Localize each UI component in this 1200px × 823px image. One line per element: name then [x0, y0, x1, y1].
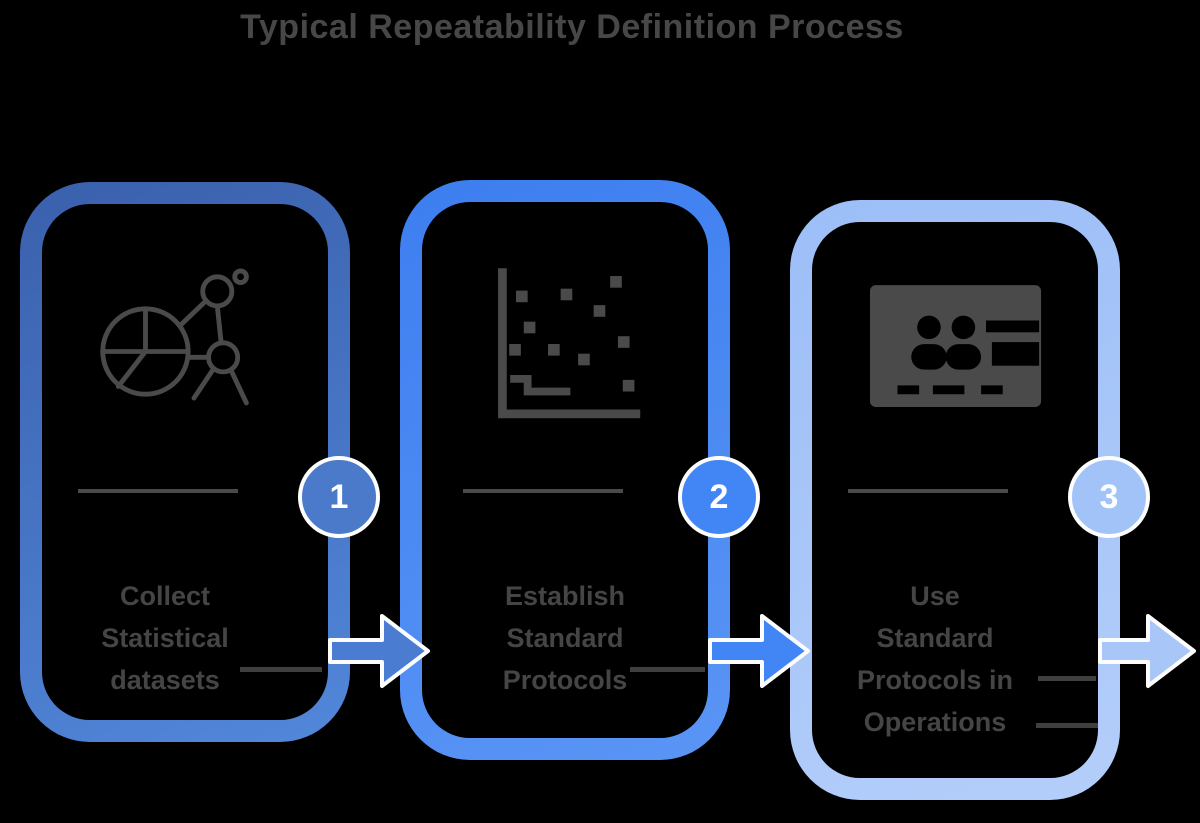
step-label-line: Protocols — [502, 665, 628, 695]
page-title: Typical Repeatability Definition Process — [240, 8, 904, 46]
divider-line — [78, 489, 238, 493]
connector-line — [240, 667, 322, 672]
connector-line — [1038, 676, 1096, 681]
step-number-badge-3: 3 — [1068, 456, 1150, 538]
step-2-label: Establish Standard Protocols — [440, 575, 690, 701]
divider-line — [848, 489, 1008, 493]
scatter-plot-icon — [483, 258, 648, 433]
step-number: 2 — [709, 477, 729, 516]
step-label-line: Use — [910, 581, 960, 611]
presentation-audience-icon — [868, 283, 1045, 421]
step-number: 1 — [329, 477, 349, 516]
step-label-line: Establish — [504, 581, 626, 611]
step-label-line: Protocols in — [856, 665, 1013, 695]
step-label-line: Statistical — [101, 623, 229, 653]
pie-chart-molecule-icon — [95, 250, 260, 425]
step-label-line: Collect — [119, 581, 211, 611]
step-3-label: Use Standard Protocols in Operations — [810, 575, 1060, 743]
connector-line — [630, 667, 705, 672]
step-number: 3 — [1099, 477, 1119, 516]
step-label-line: Operations — [863, 707, 1007, 737]
step-label-line: Standard — [876, 623, 994, 653]
step-number-badge-2: 2 — [678, 456, 760, 538]
step-card-1 — [20, 182, 350, 742]
connector-line — [1036, 723, 1098, 728]
step-number-badge-1: 1 — [298, 456, 380, 538]
step-label-line: Standard — [506, 623, 624, 653]
step-label-line: datasets — [110, 665, 220, 695]
step-1-label: Collect Statistical datasets — [40, 575, 290, 701]
divider-line — [463, 489, 623, 493]
